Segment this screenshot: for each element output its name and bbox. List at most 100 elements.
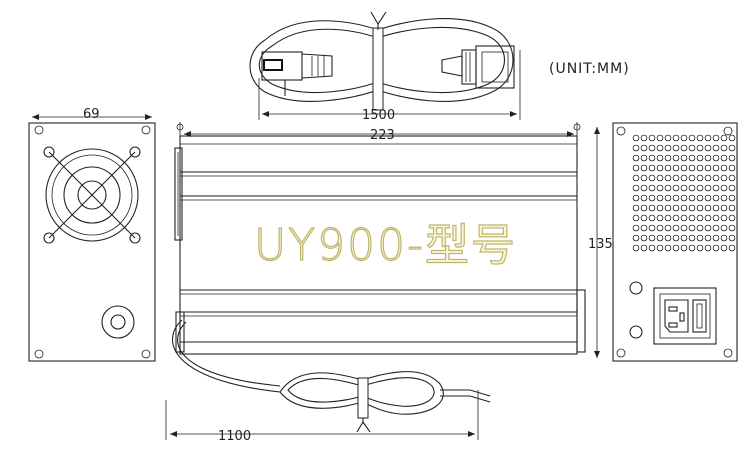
vent-hole xyxy=(720,244,728,252)
vent-hole xyxy=(672,234,680,242)
vent-hole xyxy=(712,154,720,162)
vent-hole xyxy=(696,234,704,242)
vent-hole xyxy=(664,144,672,152)
vent-hole xyxy=(664,214,672,222)
screw-icon xyxy=(629,281,643,295)
vent-hole xyxy=(696,194,704,202)
vent-hole xyxy=(664,164,672,172)
vent-hole xyxy=(664,204,672,212)
vent-hole xyxy=(680,154,688,162)
vent-hole xyxy=(704,234,712,242)
vent-hole xyxy=(648,244,656,252)
vent-hole xyxy=(632,134,640,142)
ac-inlet-icon xyxy=(653,287,717,345)
vent-hole xyxy=(680,164,688,172)
vent-hole xyxy=(696,174,704,182)
vent-hole xyxy=(656,174,664,182)
vent-hole xyxy=(728,204,736,212)
vent-hole xyxy=(720,144,728,152)
vent-hole xyxy=(632,144,640,152)
vent-hole xyxy=(704,164,712,172)
vent-hole xyxy=(728,144,736,152)
vent-hole xyxy=(672,174,680,182)
vent-hole xyxy=(672,144,680,152)
vent-hole xyxy=(688,214,696,222)
vent-hole xyxy=(632,214,640,222)
vent-hole xyxy=(680,134,688,142)
vent-hole xyxy=(696,214,704,222)
vent-hole xyxy=(664,174,672,182)
vent-hole xyxy=(712,174,720,182)
vent-hole xyxy=(656,204,664,212)
vent-hole xyxy=(664,234,672,242)
vent-hole xyxy=(720,234,728,242)
vent-hole xyxy=(664,224,672,232)
vent-hole xyxy=(704,244,712,252)
vent-hole xyxy=(712,224,720,232)
vent-hole xyxy=(720,154,728,162)
vent-hole xyxy=(672,214,680,222)
vent-hole xyxy=(728,184,736,192)
vent-hole xyxy=(696,184,704,192)
vent-hole xyxy=(632,164,640,172)
vent-hole xyxy=(688,194,696,202)
dim-height: 135 xyxy=(588,237,613,252)
vent-hole xyxy=(704,224,712,232)
vent-hole xyxy=(632,194,640,202)
vent-hole xyxy=(728,134,736,142)
vent-hole xyxy=(688,204,696,212)
vent-hole xyxy=(728,244,736,252)
vent-hole xyxy=(680,234,688,242)
vent-hole xyxy=(680,194,688,202)
vent-hole xyxy=(704,144,712,152)
vent-hole xyxy=(680,204,688,212)
main-body xyxy=(174,122,586,355)
vent-hole xyxy=(640,174,648,182)
vent-hole xyxy=(640,224,648,232)
vent-hole xyxy=(640,244,648,252)
vent-hole xyxy=(704,174,712,182)
vent-hole xyxy=(632,224,640,232)
vent-hole xyxy=(704,214,712,222)
vent-hole xyxy=(648,214,656,222)
dim-side-width: 69 xyxy=(83,107,100,122)
vent-hole xyxy=(696,154,704,162)
vent-hole xyxy=(712,244,720,252)
vent-hole xyxy=(672,134,680,142)
vent-hole xyxy=(704,204,712,212)
vent-hole xyxy=(720,224,728,232)
vent-hole xyxy=(688,134,696,142)
vent-hole xyxy=(664,184,672,192)
vent-hole xyxy=(640,204,648,212)
vent-hole xyxy=(648,224,656,232)
vent-hole xyxy=(656,164,664,172)
vent-hole xyxy=(672,224,680,232)
vent-hole xyxy=(632,184,640,192)
vent-hole xyxy=(640,144,648,152)
dim-cord-top: 1500 xyxy=(362,108,395,123)
vent-hole xyxy=(648,194,656,202)
dim-length: 223 xyxy=(370,128,395,143)
vent-hole xyxy=(696,244,704,252)
vent-hole xyxy=(728,194,736,202)
vent-hole xyxy=(728,214,736,222)
vent-hole xyxy=(728,224,736,232)
vent-hole xyxy=(696,144,704,152)
vent-hole xyxy=(712,184,720,192)
vent-hole xyxy=(656,244,664,252)
fan-grille-icon xyxy=(43,146,141,244)
vent-hole xyxy=(728,174,736,182)
left-fan-panel xyxy=(28,114,156,362)
vent-hole xyxy=(688,154,696,162)
vent-hole xyxy=(672,194,680,202)
vent-hole xyxy=(688,244,696,252)
vent-hole xyxy=(640,184,648,192)
vent-hole xyxy=(688,144,696,152)
vent-hole xyxy=(656,154,664,162)
right-vent-panel xyxy=(612,122,738,362)
cable-gland-icon xyxy=(101,305,135,339)
vent-hole xyxy=(688,164,696,172)
vent-hole xyxy=(632,174,640,182)
vent-hole xyxy=(688,234,696,242)
